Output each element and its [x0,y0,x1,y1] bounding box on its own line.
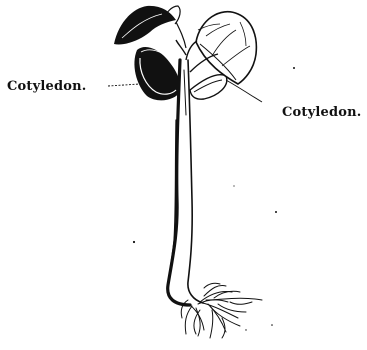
right-leader-line [226,80,262,102]
cotyledon-label-right: Cotyledon. [282,105,362,120]
print-specks [133,67,295,331]
dark-leaf [114,6,176,45]
right-cotyledon [190,75,227,99]
left-cotyledon [134,47,180,100]
cotyledon-label-left: Cotyledon. [7,79,87,94]
left-leader-line [108,84,140,86]
root-system [181,283,262,338]
heart-leaf [196,12,256,84]
